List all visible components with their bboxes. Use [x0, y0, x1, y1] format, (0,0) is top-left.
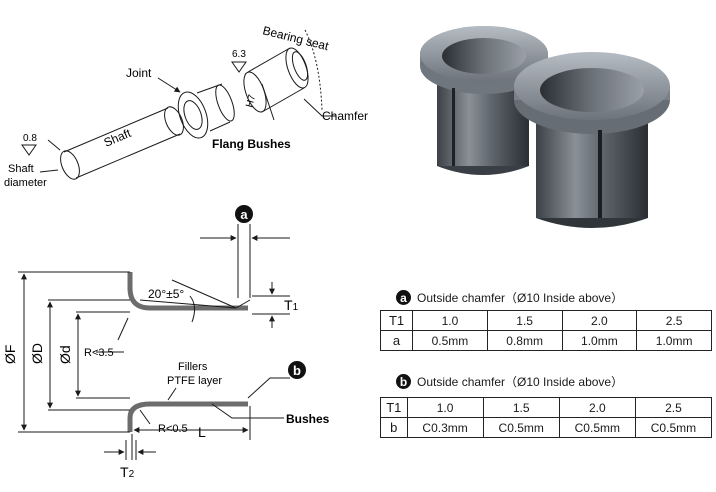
table-b-r0: b: [380, 417, 408, 438]
bushes-label: Bushes: [286, 412, 330, 426]
table-a-h4: 2.5: [636, 310, 712, 331]
table-a-r2: 0.8mm: [486, 330, 563, 351]
table-a-h1: 1.0: [412, 310, 488, 331]
table-row: a 0.5mm 0.8mm 1.0mm 1.0mm: [379, 330, 712, 351]
table-b-caption: b Outside chamfer（Ø10 Inside above）: [396, 373, 623, 390]
bush-photo-front: [514, 52, 670, 228]
flange-bush-drawing: [177, 83, 235, 139]
table-b: T1 1.0 1.5 2.0 2.5 b C0.3mm C0.5mm C0.5m…: [380, 397, 713, 438]
table-a-h0: T1: [379, 310, 414, 331]
table-a-r3: 1.0mm: [561, 330, 638, 351]
table-a-caption: a Outside chamfer（Ø10 Inside above）: [396, 289, 623, 306]
odi-label: Ød: [57, 345, 73, 364]
table-a-h3: 2.0: [561, 310, 638, 331]
t1-label: T1: [284, 297, 299, 313]
table-b-h4: 2.5: [634, 397, 713, 418]
chamfer-label: Chamfer: [322, 109, 368, 123]
table-a-h2: 1.5: [486, 310, 563, 331]
seat-roughness-label: 6.3: [232, 49, 246, 60]
svg-text:a: a: [240, 207, 248, 222]
table-b-h2: 1.5: [482, 397, 560, 418]
shaft-roughness-label: 0.8: [23, 133, 37, 144]
table-b-r2: C0.5mm: [482, 417, 560, 438]
table-b-r4: C0.5mm: [634, 417, 713, 438]
shaft-label: Shaft: [102, 126, 134, 150]
table-a: T1 1.0 1.5 2.0 2.5 a 0.5mm 0.8mm 1.0mm 1…: [379, 310, 712, 351]
seat-tolerance-label: H7: [244, 93, 258, 109]
ptfe-label: PTFE layer: [167, 375, 222, 387]
table-b-caption-text: Outside chamfer（Ø10 Inside above）: [417, 375, 624, 389]
shaft-diameter-label-2: diameter: [4, 177, 47, 189]
angle-label: 20°±5°: [148, 287, 184, 301]
table-row: T1 1.0 1.5 2.0 2.5: [379, 310, 712, 331]
marker-b: b: [288, 361, 306, 379]
r05-label: R<0.5: [158, 423, 188, 435]
table-b-h1: 1.0: [406, 397, 484, 418]
table-a-r1: 0.5mm: [412, 330, 488, 351]
bush-section-profile: [127, 272, 248, 432]
seat-label: Bearing seat: [261, 23, 330, 53]
table-a-r0: a: [379, 330, 414, 351]
table-row: b C0.3mm C0.5mm C0.5mm C0.5mm: [380, 417, 713, 438]
table-b-r1: C0.3mm: [406, 417, 484, 438]
joint-label: Joint: [126, 66, 152, 80]
exploded-view: [21, 29, 336, 180]
section-view: [18, 224, 290, 460]
bush-label: Flang Bushes: [212, 137, 291, 151]
r35-label: R<3.5: [84, 347, 114, 359]
t2-label: T2: [120, 464, 135, 480]
table-row: T1 1.0 1.5 2.0 2.5: [380, 397, 713, 418]
table-b-h0: T1: [380, 397, 408, 418]
bush-photo: [420, 26, 670, 228]
table-b-badge: b: [396, 374, 411, 389]
table-b-r3: C0.5mm: [558, 417, 636, 438]
table-a-r4: 1.0mm: [636, 330, 712, 351]
l-label: L: [198, 424, 206, 440]
marker-a: a: [235, 205, 253, 223]
shaft-drawing: [60, 106, 184, 180]
svg-text:b: b: [293, 363, 301, 378]
table-b-h3: 2.0: [558, 397, 636, 418]
fillers-label: Fillers: [178, 361, 208, 373]
of-label: ØF: [2, 345, 18, 364]
table-a-badge: a: [396, 290, 411, 305]
shaft-diameter-label-1: Shaft: [8, 163, 34, 175]
od-label: ØD: [29, 343, 45, 364]
table-a-caption-text: Outside chamfer（Ø10 Inside above）: [417, 291, 624, 305]
